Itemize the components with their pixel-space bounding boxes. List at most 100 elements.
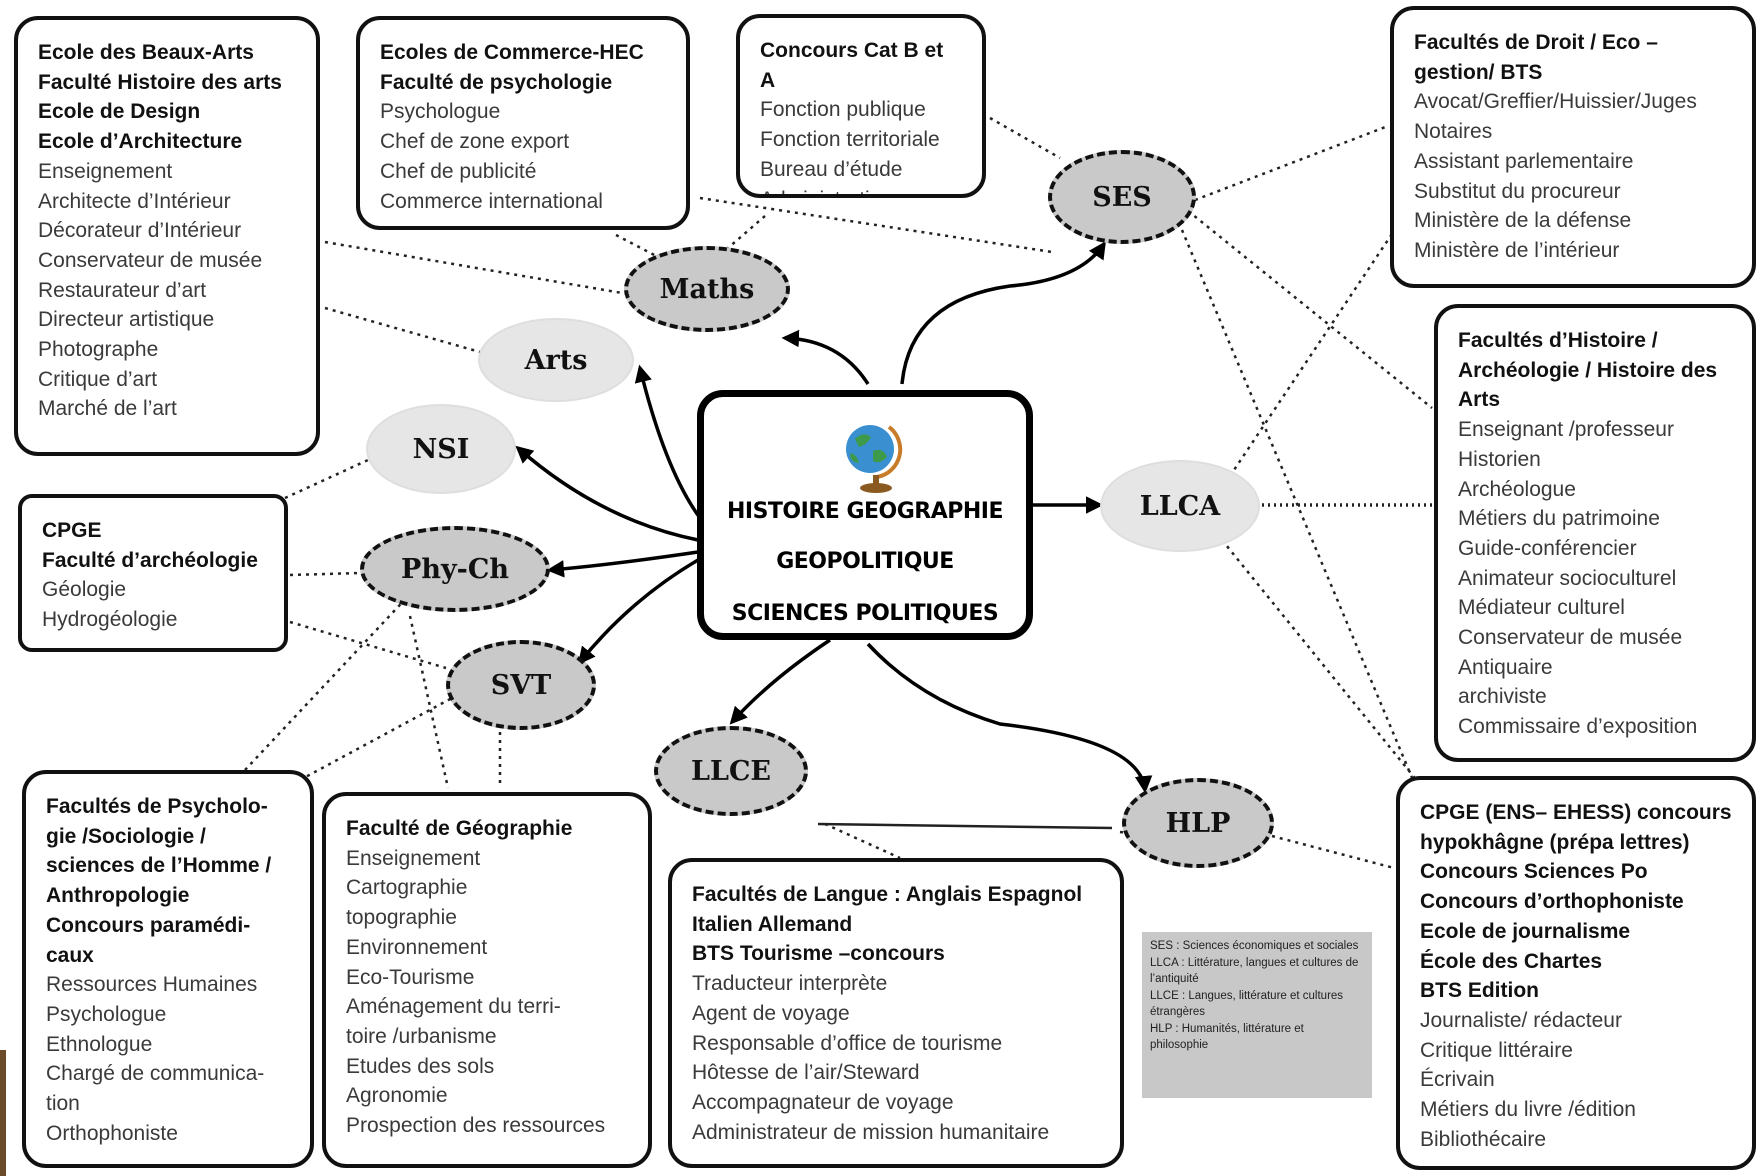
node-phych: Phy-Ch: [360, 526, 550, 612]
box-heading-line: BTS Edition: [1420, 979, 1539, 1003]
career-item: Enseignant /professeur: [1458, 418, 1674, 442]
career-item: Enseignement: [38, 159, 173, 183]
box-commerce-careers: Ecoles de Commerce-HEC Faculté de psychol…: [356, 16, 690, 230]
box-heading-line: Ecole d’Architecture: [38, 130, 243, 154]
central-topic-line-2: GEOPOLITIQUE: [776, 549, 954, 574]
node-arts: Arts: [478, 318, 634, 402]
career-item: Décorateur d’Intérieur: [38, 219, 242, 243]
box-heading-line: Faculté d’archéologie: [42, 548, 258, 572]
career-item: Cartographie: [346, 876, 468, 900]
node-nsi: NSI: [366, 404, 516, 494]
legend-llce: LLCE : Langues, littérature et cultures …: [1150, 989, 1344, 1019]
career-item: Prospection des ressources: [346, 1114, 606, 1138]
career-item: Commissaire d’exposition: [1458, 715, 1698, 739]
career-item: Accompagnateur de voyage: [692, 1090, 954, 1114]
legend-hlp: HLP : Humanités, littérature et philosop…: [1150, 1022, 1304, 1052]
box-heading-line: Concours Cat B et A: [760, 39, 944, 92]
career-item: Administrations: [760, 185, 962, 194]
box-heading-line: Faculté de psychologie: [380, 70, 613, 94]
career-item: Traducteur interprète: [692, 972, 888, 996]
page-edge-strip: [0, 1050, 6, 1176]
box-histoire-careers: Facultés d’Histoire / Archéologie / Histo…: [1434, 304, 1756, 762]
career-item: Critique d’art: [38, 367, 158, 391]
box-heading-line: Anthropologie: [46, 884, 190, 908]
career-item: Restaurateur d’art: [38, 278, 207, 302]
career-item: Conservateur de musée: [38, 248, 263, 272]
career-item: Orthophoniste: [46, 1121, 178, 1145]
career-item: Agent de voyage: [692, 1001, 850, 1025]
node-llce-label: LLCE: [690, 755, 772, 787]
box-heading-line: Concours d’orthophoniste: [1420, 890, 1684, 914]
legend-ses: SES : Sciences économiques et sociales: [1150, 940, 1359, 952]
node-nsi-label: NSI: [412, 433, 470, 465]
career-item: Bibliothécaire: [1420, 1127, 1547, 1151]
box-heading-line: Ecole de Design: [38, 100, 201, 124]
box-heading-line: Facultés de Droit / Eco –: [1414, 31, 1658, 54]
box-heading-line: Facultés d’Histoire /: [1458, 329, 1658, 352]
box-heading-line: Facultés de Psycholo-: [46, 795, 268, 818]
career-item: Archéologue: [1458, 477, 1576, 501]
node-arts-label: Arts: [524, 344, 588, 376]
career-item: Hôtesse de l’air/Steward: [692, 1061, 920, 1085]
career-item: Enseignement: [346, 846, 481, 870]
career-item: Écrivain: [1420, 1068, 1495, 1092]
career-item: Agronomie: [346, 1084, 448, 1108]
career-item: Chef de zone export: [380, 130, 570, 154]
node-svt-label: SVT: [490, 669, 552, 701]
career-item: Responsable d’office de tourisme: [692, 1031, 1003, 1055]
box-heading-line: Italien Allemand: [692, 912, 853, 936]
career-item: Chef de publicité: [380, 159, 537, 183]
box-heading-line: Concours Sciences Po: [1420, 860, 1648, 884]
career-item: Hydrogéologie: [42, 608, 178, 632]
box-heading-line: Archéologie / Histoire des: [1458, 358, 1718, 382]
node-hlp: HLP: [1122, 778, 1274, 868]
career-item: Journaliste/ rédacteur: [1420, 1008, 1622, 1032]
career-item: Psychologue: [46, 1002, 167, 1026]
central-topic-line-3: SCIENCES POLITIQUES: [731, 601, 999, 626]
career-item: Métiers du patrimoine: [1458, 507, 1660, 531]
box-heading-line: Ecoles de Commerce-HEC: [380, 41, 644, 64]
box-droit-careers: Facultés de Droit / Eco –gestion/ BTS Av…: [1390, 6, 1756, 288]
career-item: Administrateur de mission humanitaire: [692, 1120, 1050, 1144]
career-item: Notaires: [1414, 120, 1493, 144]
node-ses-label: SES: [1092, 181, 1152, 213]
career-item: Animateur socioculturel: [1458, 566, 1677, 590]
career-item: Fonction territoriale: [760, 128, 940, 152]
box-heading-line: CPGE (ENS– EHESS) concours: [1420, 801, 1732, 824]
career-item: Psychologue: [380, 100, 501, 124]
box-heading-line: Ecole des Beaux-Arts: [38, 41, 254, 64]
globe-icon: [846, 425, 903, 493]
career-item: Marché de l’art: [38, 397, 177, 421]
career-item: Substitut du procureur: [1414, 179, 1621, 203]
node-hlp-label: HLP: [1165, 807, 1231, 839]
box-cpge-ens-careers: CPGE (ENS– EHESS) concours hypokhâgne (pr…: [1396, 776, 1756, 1170]
career-item: Médiateur culturel: [1458, 596, 1625, 620]
abbreviation-legend: SES : Sciences économiques et sociales L…: [1142, 932, 1372, 1098]
node-llce: LLCE: [654, 726, 808, 816]
career-item: Environnement: [346, 935, 488, 959]
career-item: Ministère de l’intérieur: [1414, 238, 1620, 262]
career-item: Antiquaire: [1458, 655, 1553, 679]
career-item: Guide-conférencier: [1458, 536, 1637, 560]
career-item: Photographe: [38, 338, 159, 362]
career-item: Ministère de la défense: [1414, 209, 1632, 233]
node-llca: LLCA: [1100, 460, 1260, 552]
box-heading-line: Faculté Histoire des arts: [38, 70, 282, 94]
box-heading-line: gestion/ BTS: [1414, 60, 1543, 84]
career-item: Métiers du livre /édition: [1420, 1098, 1636, 1122]
box-heading-line: Facultés de Langue : Anglais Espagnol: [692, 883, 1083, 906]
career-item: Commerce international: [380, 189, 603, 213]
legend-llca: LLCA : Littérature, langues et cultures …: [1150, 956, 1359, 986]
box-psycho-careers: Facultés de Psycholo-gie /Sociologie /sc…: [22, 770, 314, 1168]
box-heading-line: hypokhâgne (prépa lettres): [1420, 830, 1690, 854]
career-item: Historien: [1458, 447, 1541, 471]
career-item: Assistant parlementaire: [1414, 149, 1634, 173]
career-item: Etudes des sols: [346, 1054, 495, 1078]
career-item: Conservateur de musée: [1458, 626, 1683, 650]
career-item: Directeur artistique: [38, 308, 215, 332]
career-item: Aménagement du terri-: [346, 995, 561, 1019]
